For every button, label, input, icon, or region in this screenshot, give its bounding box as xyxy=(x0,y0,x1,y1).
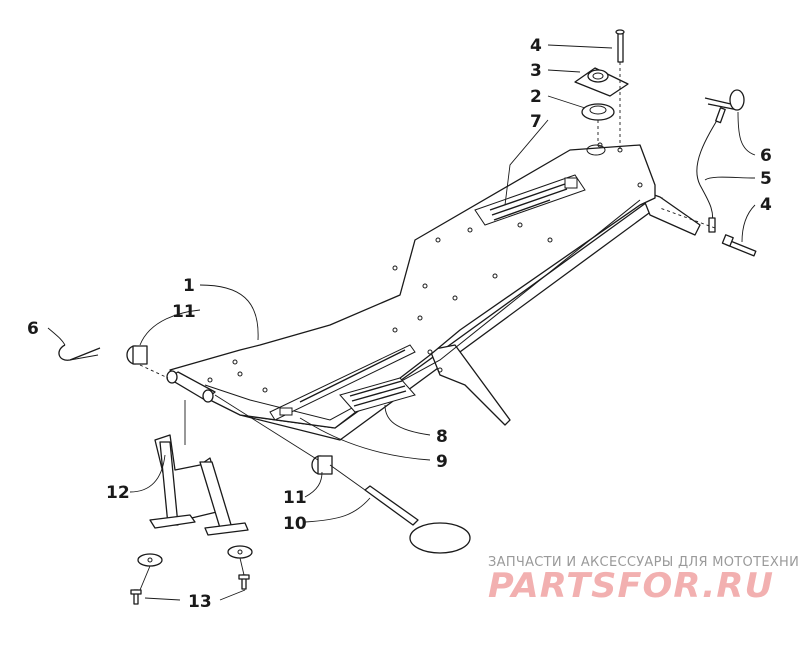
watermark: ЗАПЧАСТИ И АКСЕССУАРЫ ДЛЯ МОТОТЕХНИКИ PA… xyxy=(488,555,800,606)
callout-4-right: 4 xyxy=(760,195,772,215)
grommet-2 xyxy=(581,103,615,121)
callout-6-right: 6 xyxy=(760,146,772,166)
axis-line-pad xyxy=(139,565,151,591)
callout-10: 10 xyxy=(283,514,307,534)
callout-3: 3 xyxy=(530,61,542,81)
rivet-13-right xyxy=(238,574,250,590)
lanyard-cable-5 xyxy=(696,107,726,233)
hair-pin-clip-6-right xyxy=(704,89,745,111)
mount-bracket-3 xyxy=(574,67,629,97)
pad-13-right xyxy=(227,545,253,559)
callout-6-left: 6 xyxy=(27,319,39,339)
plate-tail-right xyxy=(639,189,701,236)
pin-4-right xyxy=(721,234,757,257)
callout-4-top: 4 xyxy=(530,36,542,56)
skid-plate-assembly xyxy=(169,142,701,441)
decal-7 xyxy=(474,174,586,226)
bushing-11-top xyxy=(126,345,148,365)
callout-1: 1 xyxy=(183,276,195,296)
pivot-tube xyxy=(166,370,216,403)
callout-7: 7 xyxy=(530,112,542,132)
stand-12 xyxy=(149,434,249,536)
watermark-tagline: ЗАПЧАСТИ И АКСЕССУАРЫ ДЛЯ МОТОТЕХНИКИ xyxy=(488,555,800,570)
watermark-logo: PARTSFOR.RU xyxy=(488,566,774,606)
callout-13: 13 xyxy=(188,592,212,612)
callout-11-bottom: 11 xyxy=(283,488,307,508)
axis-line-pad-r xyxy=(239,557,245,576)
callout-12: 12 xyxy=(106,483,130,503)
pin-4-top xyxy=(615,29,625,63)
plate-lower-fin xyxy=(429,344,511,426)
rivet-13-left xyxy=(130,589,142,605)
callout-11-top: 11 xyxy=(172,302,196,322)
bushing-11-bottom xyxy=(311,455,333,475)
axis-line-tube xyxy=(214,394,319,461)
plate-inner-edge xyxy=(204,199,641,421)
pull-pin-10 xyxy=(364,485,471,554)
callout-8: 8 xyxy=(436,427,448,447)
decal-8 xyxy=(339,377,416,413)
plate-top-surface xyxy=(169,144,656,429)
hair-pin-clip-6-left xyxy=(58,344,101,361)
callouts: 4 3 2 7 6 5 4 1 11 6 8 9 12 11 10 13 xyxy=(27,36,772,612)
axis-line-pin xyxy=(329,464,366,491)
leader-lines xyxy=(47,44,756,601)
callout-2: 2 xyxy=(530,87,542,107)
callout-9: 9 xyxy=(436,452,448,472)
plate-holes xyxy=(207,142,643,393)
decal-9 xyxy=(269,344,416,421)
callout-5: 5 xyxy=(760,169,772,189)
pad-13-left xyxy=(137,553,163,567)
